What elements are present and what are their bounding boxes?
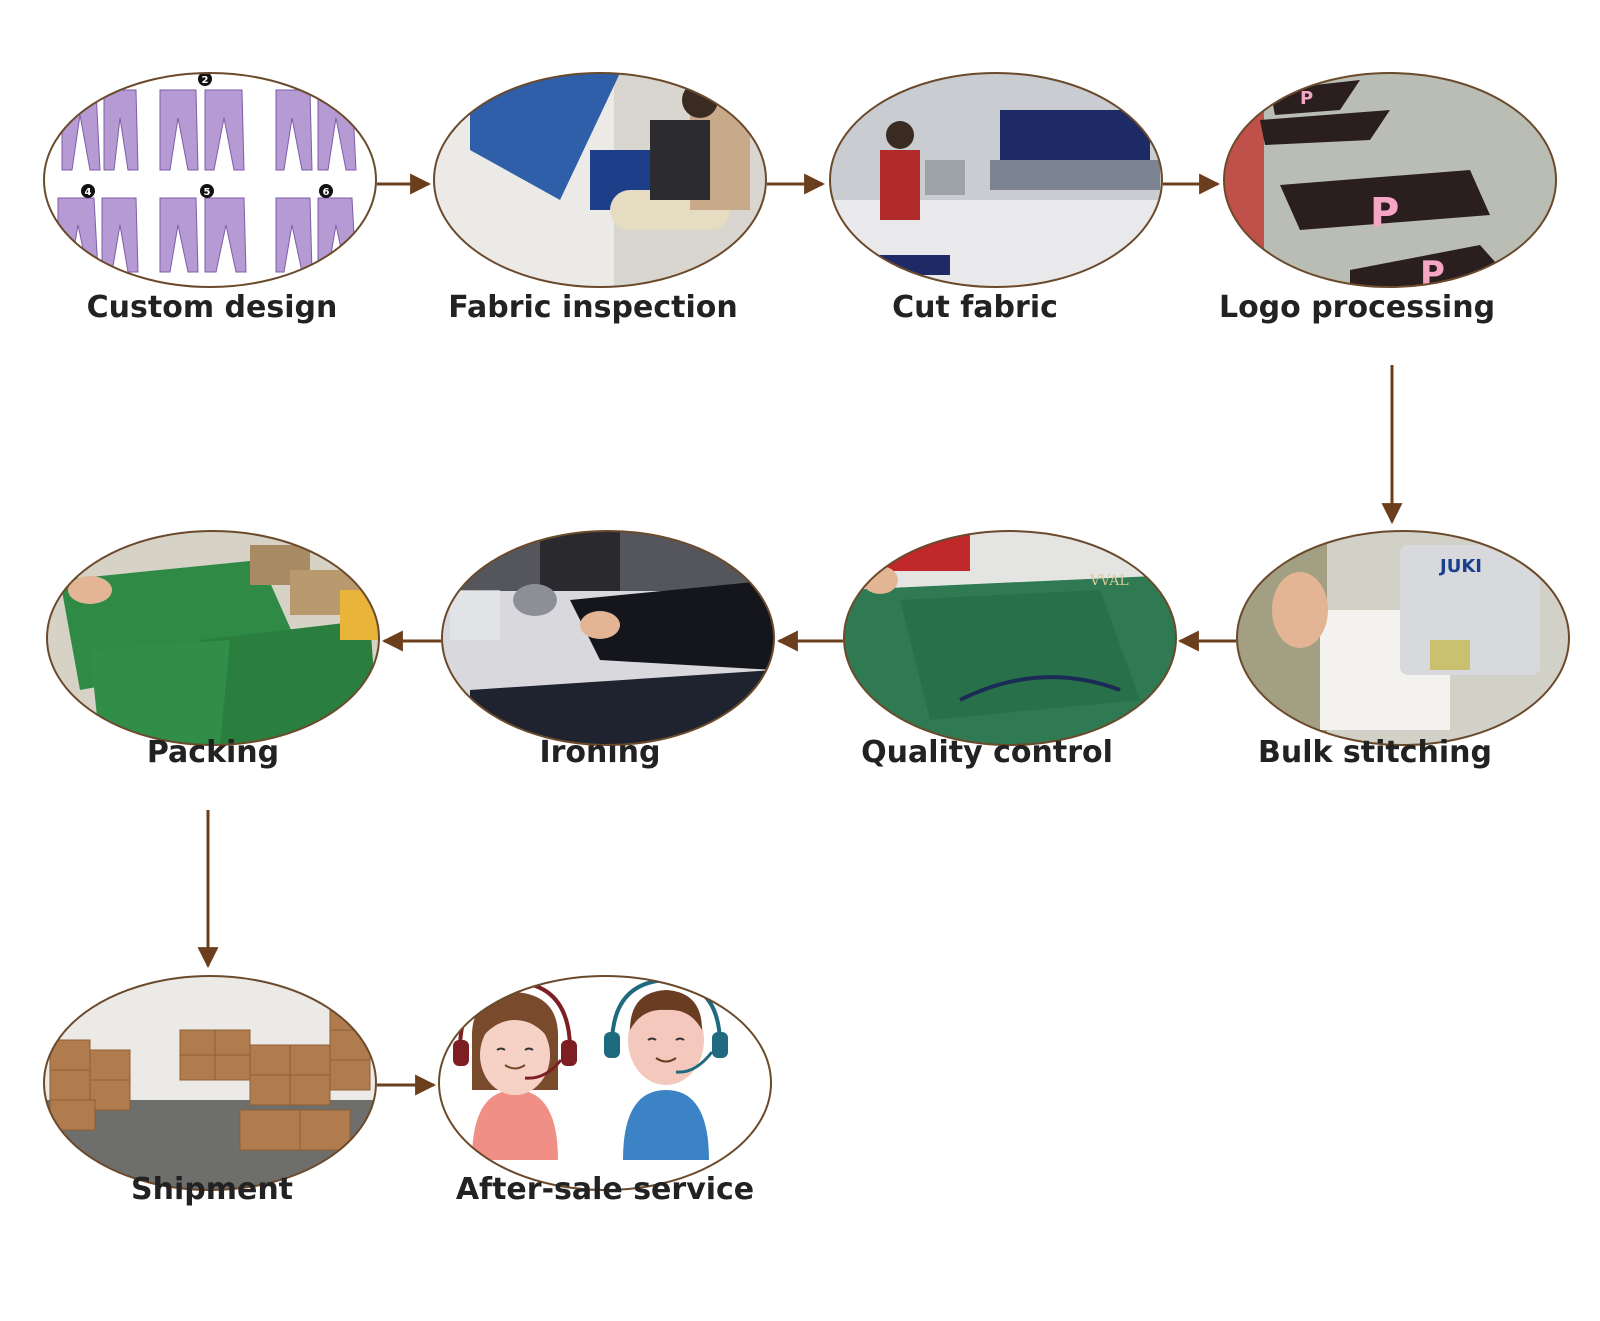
after-sale-service-frame [438,975,772,1191]
design-badge-5: 5 [204,187,211,198]
step-cut-fabric: Cut fabric [829,72,1163,325]
cut-fabric-frame [829,72,1163,288]
step-custom-design: 2 4 5 6 Custom design [43,72,377,325]
packing-photo [47,531,379,745]
juki-brand: JUKI [1438,556,1482,577]
logo-patch-letter-1: P [1300,88,1313,109]
fabric-inspection-label: Fabric inspection [448,290,737,325]
custom-design-frame [43,72,377,288]
fabric-inspection-frame [433,72,767,288]
logo-processing-photo: P P P [1224,73,1556,294]
shipment-frame [43,975,377,1191]
custom-design-label: Custom design [87,290,338,325]
bulk-stitching-label: Bulk stitching [1258,735,1492,770]
logo-processing-label: Logo processing [1219,290,1495,325]
flow-arrows [197,173,1403,1096]
step-shipment: Shipment [43,975,377,1207]
fabric-inspection-photo [434,73,766,287]
design-badge-6: 6 [323,187,330,198]
step-logo-processing: P P P Logo processing [1219,72,1557,325]
shipment-photo [44,976,376,1190]
logo-patch-letter-3: P [1420,254,1445,294]
support-agent-boy-icon [604,977,728,1160]
quality-control-photo: VVAL [844,531,1176,745]
cut-fabric-label: Cut fabric [892,290,1058,325]
step-ironing: Ironing [441,530,775,770]
step-packing: Packing [46,530,380,770]
design-badge-4: 4 [85,187,92,198]
packing-label: Packing [147,735,279,770]
logo-processing-frame [1223,72,1557,288]
step-quality-control: VVAL Quality control [843,530,1177,770]
ironing-label: Ironing [539,735,660,770]
quality-control-frame [843,530,1177,746]
packing-frame [46,530,380,746]
ironing-photo [442,531,774,745]
step-fabric-inspection: Fabric inspection [433,72,767,325]
support-agent-girl-icon [453,979,577,1160]
logo-patch-letter-2: P [1370,190,1399,236]
step-bulk-stitching: JUKI Bulk stitching [1236,530,1570,770]
step-after-sale-service: After-sale service [438,975,772,1207]
after-sale-service-label: After-sale service [456,1172,754,1207]
bulk-stitching-frame [1236,530,1570,746]
custom-design-illustration: 2 4 5 6 [44,73,376,287]
ironing-frame [441,530,775,746]
bulk-stitching-photo: JUKI [1237,531,1569,745]
quality-control-label: Quality control [861,735,1113,770]
shipment-label: Shipment [131,1172,293,1207]
after-sale-service-illustration [439,976,771,1190]
design-badge-2: 2 [202,75,209,86]
qc-brand-print: VVAL [1089,573,1129,589]
